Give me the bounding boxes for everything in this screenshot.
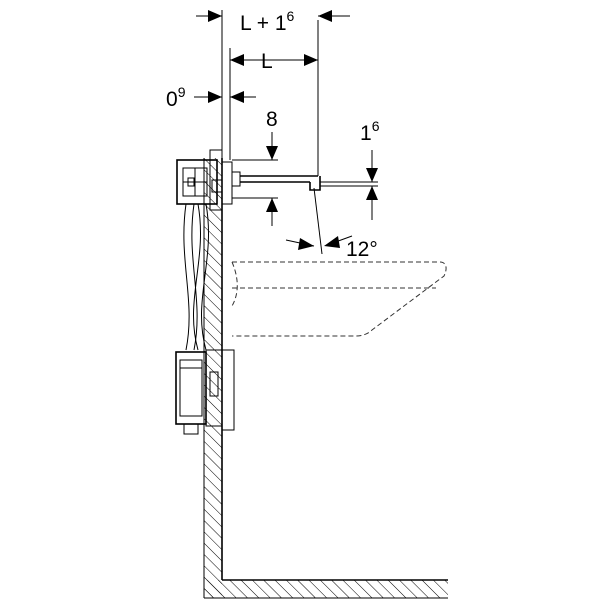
label-spout-length: L xyxy=(261,50,273,73)
label-wall-offset: 09 xyxy=(166,84,186,111)
hoses xyxy=(183,203,209,351)
label-angle: 12° xyxy=(346,238,378,261)
control-box-lower xyxy=(175,349,235,435)
label-total-projection: L + 16 xyxy=(240,8,295,35)
dimension-lines xyxy=(194,10,378,255)
label-outlet-height: 8 xyxy=(266,108,278,131)
wall xyxy=(203,158,448,599)
basin xyxy=(231,261,447,337)
spout xyxy=(231,20,378,199)
label-spout-drop: 16 xyxy=(360,118,380,145)
